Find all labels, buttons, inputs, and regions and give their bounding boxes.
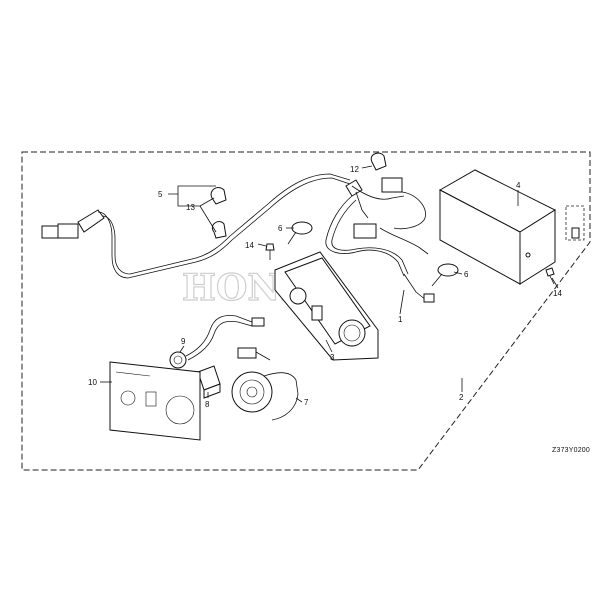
part-7-buzzer [231, 347, 299, 421]
callout-14-left: 14 [245, 241, 254, 250]
callout-6-right: 6 [464, 270, 469, 279]
part-8-switch [197, 365, 221, 399]
kit-boundary [21, 151, 591, 471]
part-5-wire-harness [41, 152, 435, 303]
callout-4: 4 [516, 181, 521, 190]
callout-3: 3 [330, 353, 335, 362]
part-6-cable-ties [287, 221, 459, 287]
callout-7: 7 [304, 398, 309, 407]
callout-1: 1 [398, 315, 403, 324]
callout-14-right: 14 [553, 289, 562, 298]
callout-10: 10 [88, 378, 97, 387]
callout-2: 2 [459, 393, 464, 402]
callout-8: 8 [205, 400, 210, 409]
part-14-screws [265, 243, 555, 285]
part-4-cover-box [438, 169, 585, 285]
callout-12: 12 [350, 165, 359, 174]
leader-lines [100, 165, 559, 403]
callout-6-left: 6 [278, 224, 283, 233]
callout-9: 9 [181, 337, 186, 346]
drawing-code: Z373Y0200 [552, 447, 590, 454]
part-9-indicator-lamp [169, 315, 265, 369]
part-3-bracket [274, 251, 379, 361]
part-10-panel-label [109, 361, 201, 441]
callout-13: 13 [186, 203, 195, 212]
callout-5: 5 [158, 190, 163, 199]
